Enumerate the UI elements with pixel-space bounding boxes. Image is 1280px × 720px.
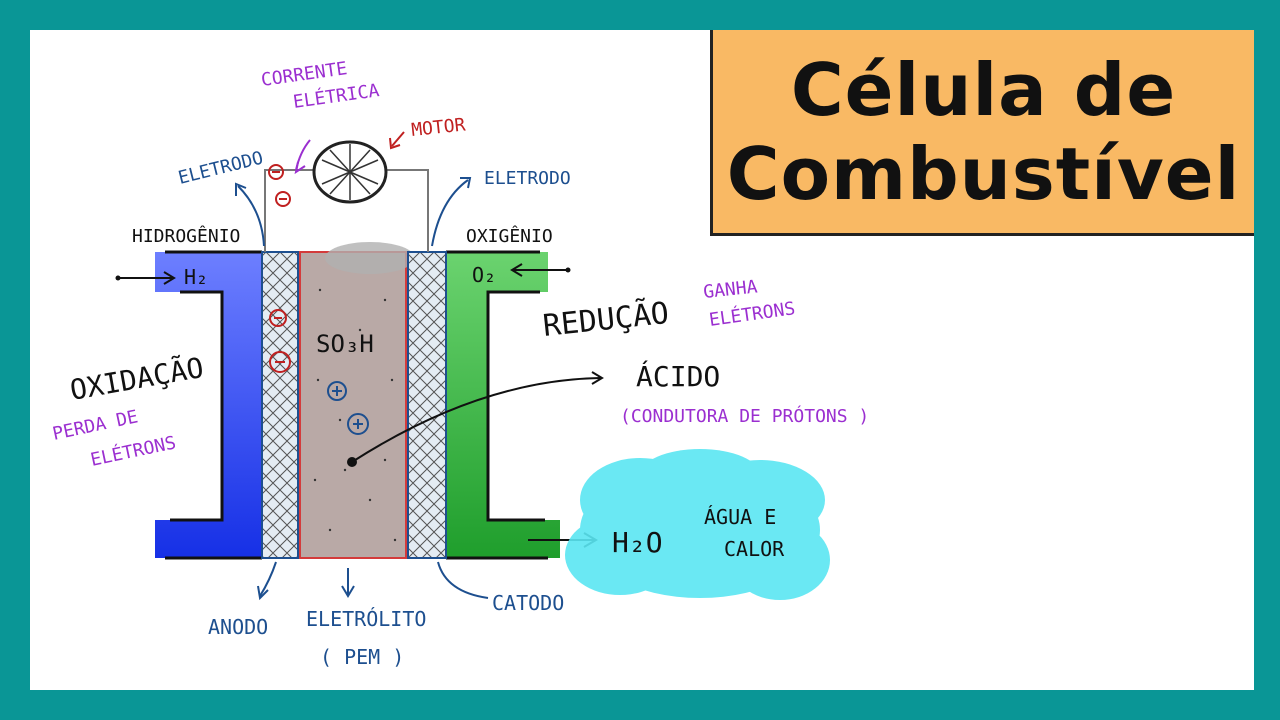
- h2o-label: H₂O: [612, 526, 663, 559]
- catodo-label: CATODO: [492, 591, 564, 615]
- condutora-label: (CONDUTORA DE PRÓTONS ): [620, 405, 869, 427]
- oxigenio-label: OXIGÊNIO: [466, 225, 553, 247]
- anode-electrode: [261, 251, 299, 559]
- eletrodo-left-label: ELETRODO: [176, 147, 265, 188]
- hydrogen-channel: [155, 252, 262, 558]
- title-line-1: Célula de: [790, 47, 1177, 132]
- pem-label: ( PEM ): [320, 645, 404, 669]
- water-cloud: [565, 449, 830, 600]
- oxygen-channel: [446, 252, 560, 558]
- wire-left: [264, 169, 318, 252]
- cathode-electrode: [407, 251, 447, 559]
- electrolyte-dots: [313, 288, 397, 542]
- so3h-label: SO₃H: [316, 330, 374, 358]
- oxygen-channel-inner-line: [486, 290, 545, 522]
- electrolyte-shadow: [325, 242, 415, 274]
- calor-label: CALOR: [724, 537, 785, 561]
- electrolyte-membrane: [299, 251, 407, 559]
- title-line-2: Combustível: [726, 131, 1241, 216]
- anodo-label: ANODO: [208, 615, 268, 639]
- proton-icons: [327, 381, 369, 435]
- h2-label: H₂: [184, 265, 208, 289]
- reducao-label: REDUÇÃO: [541, 295, 671, 344]
- eletrodo-right-label: ELETRODO: [484, 168, 571, 189]
- hidrogenio-label: HIDROGÊNIO: [132, 225, 240, 247]
- o2-label: O₂: [472, 263, 496, 287]
- eletrons-perda-label: ELÉTRONS: [88, 431, 177, 471]
- oxidacao-label: OXIDAÇÃO: [67, 351, 206, 407]
- title-box: Célula de Combustível: [710, 30, 1254, 236]
- eletrons-ganha-label: ELÉTRONS: [708, 297, 797, 331]
- perda-label: PERDA DE: [51, 406, 140, 445]
- wire-right: [385, 169, 429, 252]
- acido-label: ÁCIDO: [636, 359, 720, 393]
- motor-label: MOTOR: [410, 114, 466, 141]
- ganha-label: GANHA: [702, 276, 758, 303]
- eletrolito-label: ELETRÓLITO: [306, 607, 426, 631]
- annotation-arrows: [115, 131, 604, 601]
- hydrogen-channel-inner-line: [170, 290, 224, 522]
- agua-label: ÁGUA E: [704, 505, 776, 529]
- electron-icons: [268, 164, 291, 373]
- motor-spokes-icon: [321, 144, 379, 200]
